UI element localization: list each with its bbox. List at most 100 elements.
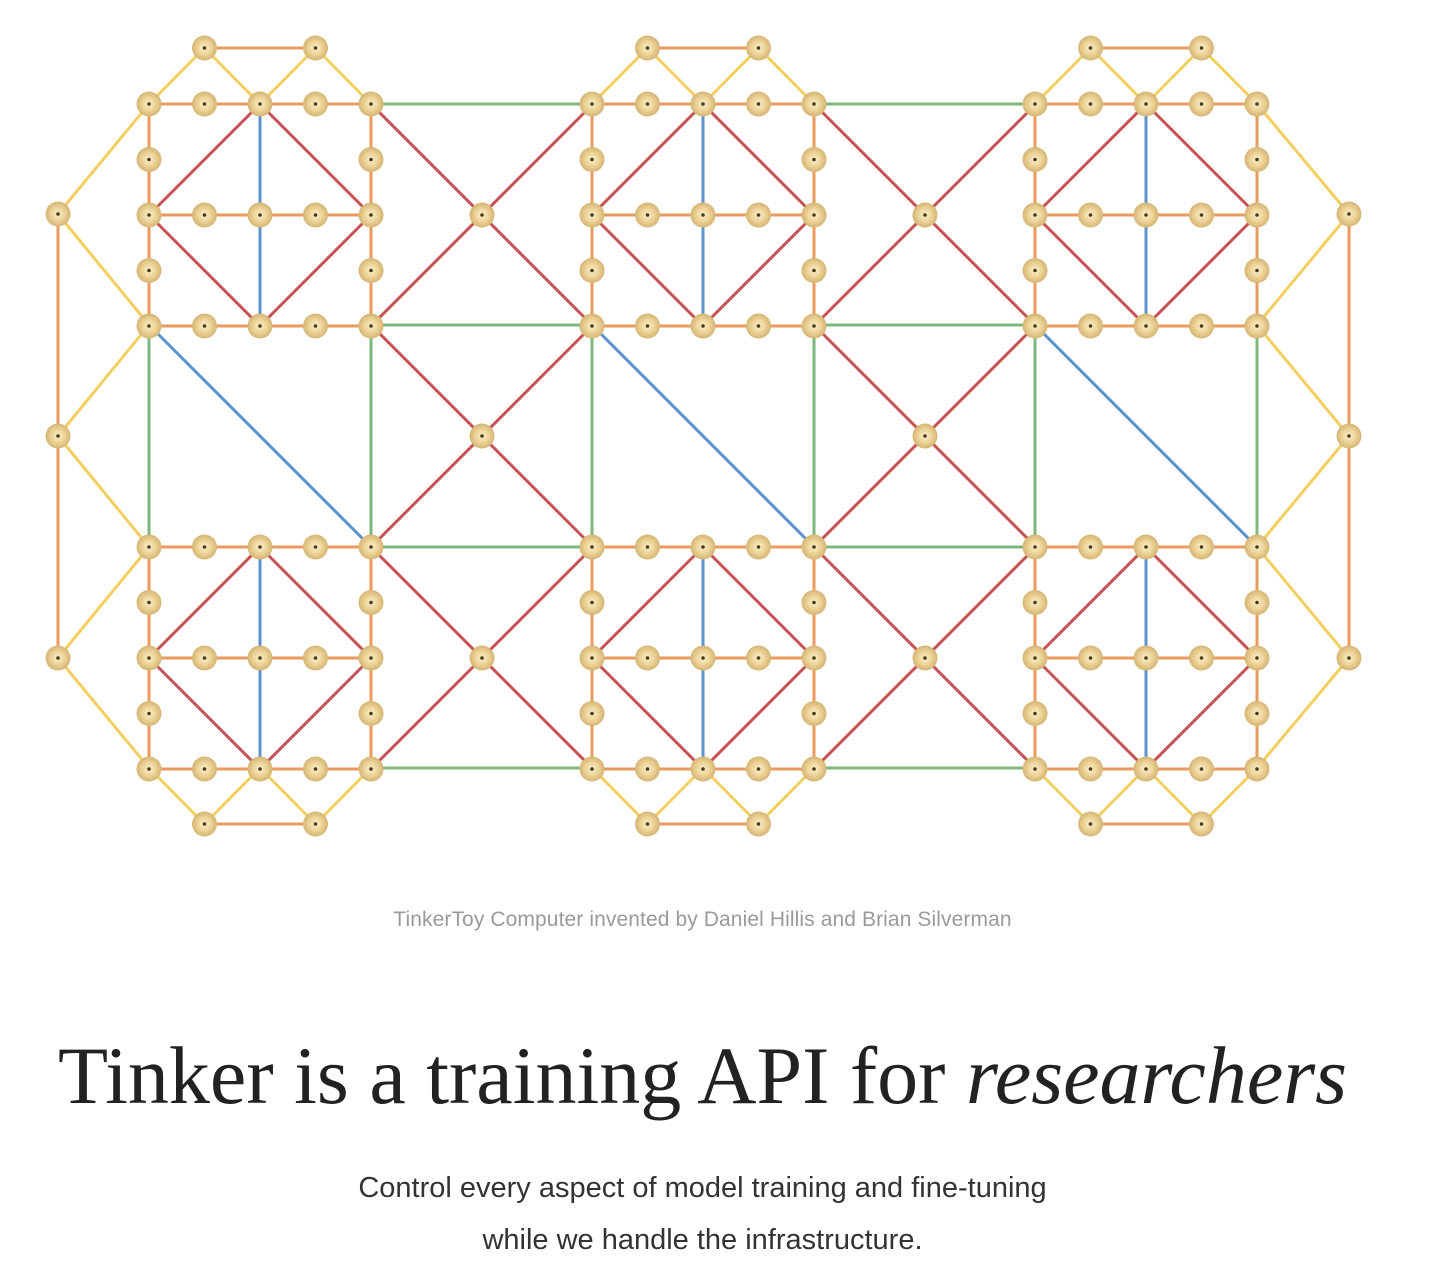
rod — [590, 323, 816, 549]
hub — [801, 147, 827, 172]
hub — [136, 313, 162, 339]
hub — [1336, 423, 1362, 449]
hub — [746, 202, 771, 228]
hub — [358, 147, 384, 172]
rod — [1033, 656, 1148, 771]
hub — [1022, 258, 1048, 283]
rod — [258, 545, 373, 660]
hub — [136, 590, 162, 615]
rod — [701, 656, 816, 771]
hub — [247, 756, 273, 782]
hub — [192, 645, 217, 671]
hub — [1078, 202, 1103, 228]
rod — [701, 46, 760, 106]
rod — [1255, 656, 1351, 770]
hub — [247, 645, 273, 671]
rod — [590, 656, 705, 771]
hub — [635, 313, 660, 339]
hub — [579, 258, 605, 283]
hub — [1022, 91, 1048, 117]
hub — [1244, 147, 1270, 172]
hub — [912, 423, 938, 449]
rod — [147, 213, 262, 328]
hub — [690, 645, 716, 671]
hub — [192, 756, 217, 782]
hub — [635, 202, 660, 228]
hub — [303, 35, 328, 61]
hub — [136, 202, 162, 228]
hub — [635, 645, 660, 671]
hub — [358, 258, 384, 283]
hub — [1078, 91, 1103, 117]
hub — [1078, 756, 1103, 782]
hub — [192, 534, 217, 560]
hub — [746, 313, 771, 339]
hub — [192, 313, 217, 339]
tinkertoy-rods — [56, 46, 1351, 826]
hub — [746, 35, 771, 61]
hub — [136, 258, 162, 283]
hub — [1189, 202, 1214, 228]
hub — [579, 147, 605, 172]
title-emphasis: researchers — [965, 1030, 1348, 1121]
hub — [1078, 35, 1103, 61]
rod — [56, 212, 151, 327]
rod — [1033, 46, 1092, 106]
hub — [690, 756, 716, 782]
rod — [1144, 102, 1259, 217]
rod — [1255, 102, 1351, 216]
hub — [303, 313, 328, 339]
hub — [45, 645, 71, 671]
tinkertoy-illustration — [45, 35, 1362, 837]
rod — [56, 434, 151, 549]
rod — [56, 656, 151, 770]
hub — [1022, 313, 1048, 339]
rod — [1255, 212, 1351, 327]
rod — [147, 656, 262, 771]
hub — [1189, 645, 1214, 671]
hub — [690, 202, 716, 228]
hub — [1244, 756, 1270, 782]
hub — [1336, 201, 1362, 227]
hub — [1189, 91, 1214, 117]
hub — [136, 645, 162, 671]
hub — [746, 645, 771, 671]
hub — [579, 534, 605, 560]
hub — [45, 201, 71, 227]
rod — [258, 102, 373, 217]
hub — [579, 590, 605, 615]
rod — [1144, 213, 1259, 328]
rod — [258, 656, 373, 771]
title-text: Tinker is a training API for — [57, 1030, 966, 1121]
hub — [912, 202, 938, 228]
hub — [1133, 313, 1159, 339]
rod — [701, 545, 816, 660]
rod — [1033, 102, 1148, 217]
page-subheading: Control every aspect of model training a… — [0, 1162, 1405, 1266]
hub — [801, 590, 827, 615]
hub — [801, 645, 827, 671]
hub — [912, 645, 938, 671]
hub — [358, 91, 384, 117]
hub — [1189, 756, 1214, 782]
subheading-line-2: while we handle the infrastructure. — [482, 1224, 923, 1256]
tinkertoy-hubs — [45, 35, 1362, 837]
hub — [801, 91, 827, 117]
hub — [358, 701, 384, 726]
hub — [1244, 645, 1270, 671]
rod — [757, 46, 816, 106]
rod — [56, 323, 151, 438]
hub — [1244, 534, 1270, 560]
hub — [358, 313, 384, 339]
hub — [746, 91, 771, 117]
rod — [258, 213, 373, 328]
hub — [303, 811, 328, 837]
rod — [314, 46, 373, 106]
rod — [1255, 323, 1351, 438]
illustration-caption: TinkerToy Computer invented by Daniel Hi… — [393, 908, 1012, 931]
hub — [136, 756, 162, 782]
hub — [1244, 202, 1270, 228]
hub — [801, 701, 827, 726]
rod — [701, 213, 816, 328]
hub — [1078, 313, 1103, 339]
